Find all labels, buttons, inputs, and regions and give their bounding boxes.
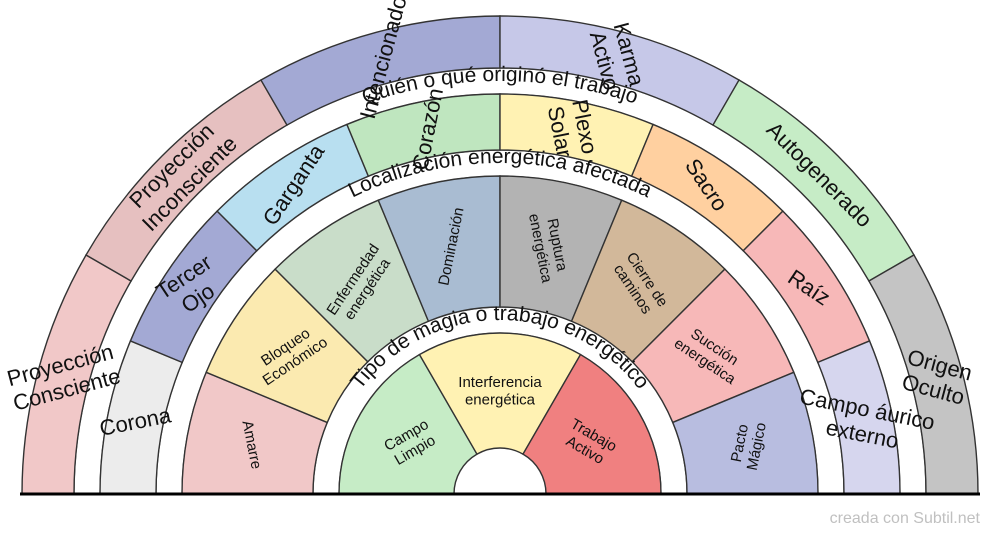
footer-credit: creada con Subtil.net — [829, 510, 980, 527]
segment-label-plexo-solar: PlexoSolar — [542, 97, 602, 161]
segment-campo-limpio — [338, 353, 478, 495]
segment-label-campo-limpio: CampoLimpio — [381, 416, 440, 470]
segment-label-pacto-magico: PactoMágico — [727, 418, 770, 472]
segment-label-karma-activo: KarmaActivo — [584, 20, 650, 96]
segments — [21, 15, 979, 495]
segment-trabajo-activo — [522, 353, 662, 495]
